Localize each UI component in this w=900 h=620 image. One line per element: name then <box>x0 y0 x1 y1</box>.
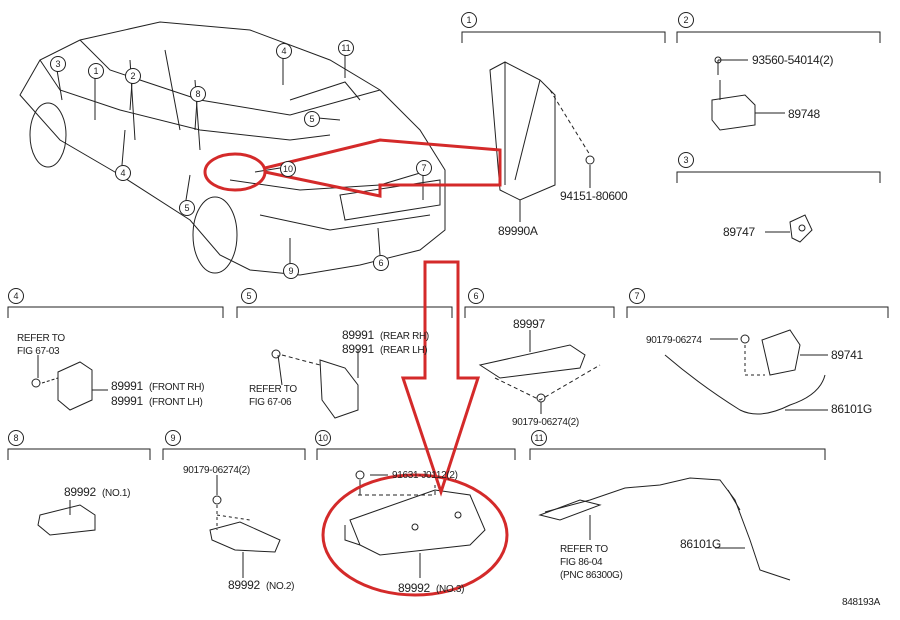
section-number-6: 6 <box>468 288 484 304</box>
callout-1: 1 <box>88 63 104 79</box>
refer-figure: FIG 86-04 <box>560 557 603 568</box>
refer-text: REFER TO <box>17 333 65 344</box>
part-number: 89990A <box>498 224 538 238</box>
callout-10: 10 <box>280 161 296 177</box>
callout-8: 8 <box>190 86 206 102</box>
section-number-2: 2 <box>678 12 694 28</box>
part-number: 89991 <box>111 394 143 408</box>
harness-number: 86101G <box>680 537 721 551</box>
fastener-number: 93560-54014(2) <box>752 53 834 67</box>
part-position: (FRONT LH) <box>149 397 203 408</box>
refer-text: REFER TO <box>249 384 297 395</box>
refer-figure: FIG 67-06 <box>249 397 292 408</box>
car-illustration <box>19 21 446 276</box>
callout-3: 3 <box>50 56 66 72</box>
section-number-9: 9 <box>165 430 181 446</box>
part-number: 89997 <box>513 317 545 331</box>
section-number-4: 4 <box>8 288 24 304</box>
part-variant: (NO.1) <box>102 488 131 499</box>
highlight-ellipse-car <box>203 152 267 192</box>
callout-6: 6 <box>373 255 389 271</box>
fastener-number: 94151-80600 <box>560 189 628 203</box>
figure-id: 848193A <box>842 597 880 608</box>
part-number: 89992 <box>228 578 260 592</box>
highlight-circle-section-10 <box>321 473 509 597</box>
fastener-number: 91631-J0112(2) <box>392 470 458 481</box>
part-number: 89991 <box>111 379 143 393</box>
refer-text: REFER TO <box>560 544 608 555</box>
part-number: 89741 <box>831 348 863 362</box>
part-number: 89992 <box>64 485 96 499</box>
section-number-8: 8 <box>8 430 24 446</box>
red-down-arrow <box>400 260 481 497</box>
callout-4: 4 <box>276 43 292 59</box>
callout-2: 2 <box>125 68 141 84</box>
red-pointer-to-section-1 <box>264 138 502 198</box>
part-number: 89991 <box>342 342 374 356</box>
part-number: 89748 <box>788 107 820 121</box>
fastener-number: 90179-06274 <box>646 335 702 346</box>
callout-5: 5 <box>304 111 320 127</box>
section-number-1: 1 <box>461 12 477 28</box>
section-number-10: 10 <box>315 430 331 446</box>
fastener-number: 90179-06274(2) <box>183 465 250 476</box>
part-variant: (NO.2) <box>266 581 295 592</box>
part-variant: (NO.3) <box>436 584 465 595</box>
refer-figure: FIG 67-03 <box>17 346 60 357</box>
part-position: (REAR RH) <box>380 331 429 342</box>
part-number: 89747 <box>723 225 755 239</box>
callout-9: 9 <box>283 263 299 279</box>
fastener-number: 90179-06274(2) <box>512 417 579 428</box>
callout-11: 11 <box>338 40 354 56</box>
part-number: 89992 <box>398 581 430 595</box>
callout-7: 7 <box>416 160 432 176</box>
callout-4: 4 <box>115 165 131 181</box>
callout-5: 5 <box>179 200 195 216</box>
section-number-3: 3 <box>678 152 694 168</box>
harness-number: 86101G <box>831 402 872 416</box>
part-position: (REAR LH) <box>380 345 428 356</box>
part-number: 89991 <box>342 328 374 342</box>
section-number-7: 7 <box>629 288 645 304</box>
section-number-5: 5 <box>241 288 257 304</box>
part-position: (FRONT RH) <box>149 382 205 393</box>
refer-pnc: (PNC 86300G) <box>560 570 623 581</box>
section-number-11: 11 <box>531 430 547 446</box>
